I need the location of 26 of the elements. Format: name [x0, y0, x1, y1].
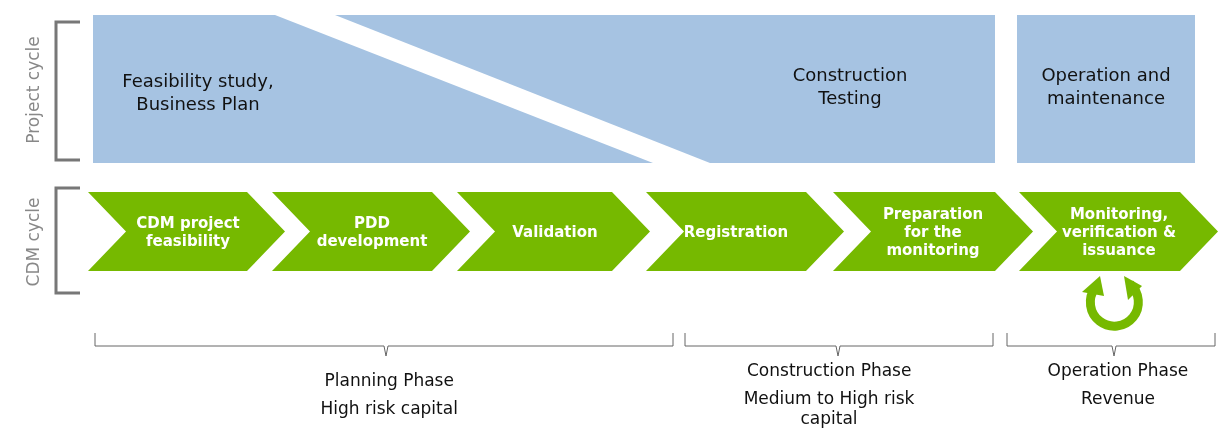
phase-caption: High risk capital — [320, 398, 458, 418]
step-label: PDD development — [315, 213, 429, 250]
chevron-step — [272, 192, 470, 271]
chevron-step — [88, 192, 285, 271]
phase-caption: Medium to High risk capital — [742, 388, 916, 428]
chevron-step — [833, 192, 1033, 271]
phase-band — [335, 15, 995, 163]
chevron-step — [646, 192, 844, 271]
phase-caption: Operation Phase — [1047, 360, 1189, 380]
row-label: Project cycle — [22, 36, 43, 144]
step-label: Monitoring, verification & issuance — [1060, 204, 1178, 259]
step-label: Preparation for the monitoring — [881, 204, 985, 259]
phase-band — [93, 15, 653, 163]
phase-caption: Planning Phase — [324, 370, 454, 390]
phase-label: Construction Testing — [791, 63, 909, 110]
step-label: CDM project feasibility — [135, 213, 241, 250]
step-label: Registration — [682, 222, 790, 241]
phase-box — [1017, 15, 1195, 163]
step-label: Validation — [511, 222, 599, 241]
row-label: CDM cycle — [23, 197, 43, 287]
phase-label: Feasibility study, Business Plan — [121, 69, 275, 116]
phase-label: Operation and maintenance — [1040, 63, 1172, 110]
chevron-step — [1019, 192, 1218, 271]
phase-caption: Construction Phase — [747, 360, 912, 380]
chevron-step — [457, 192, 650, 271]
phase-caption: Revenue — [1081, 388, 1156, 408]
